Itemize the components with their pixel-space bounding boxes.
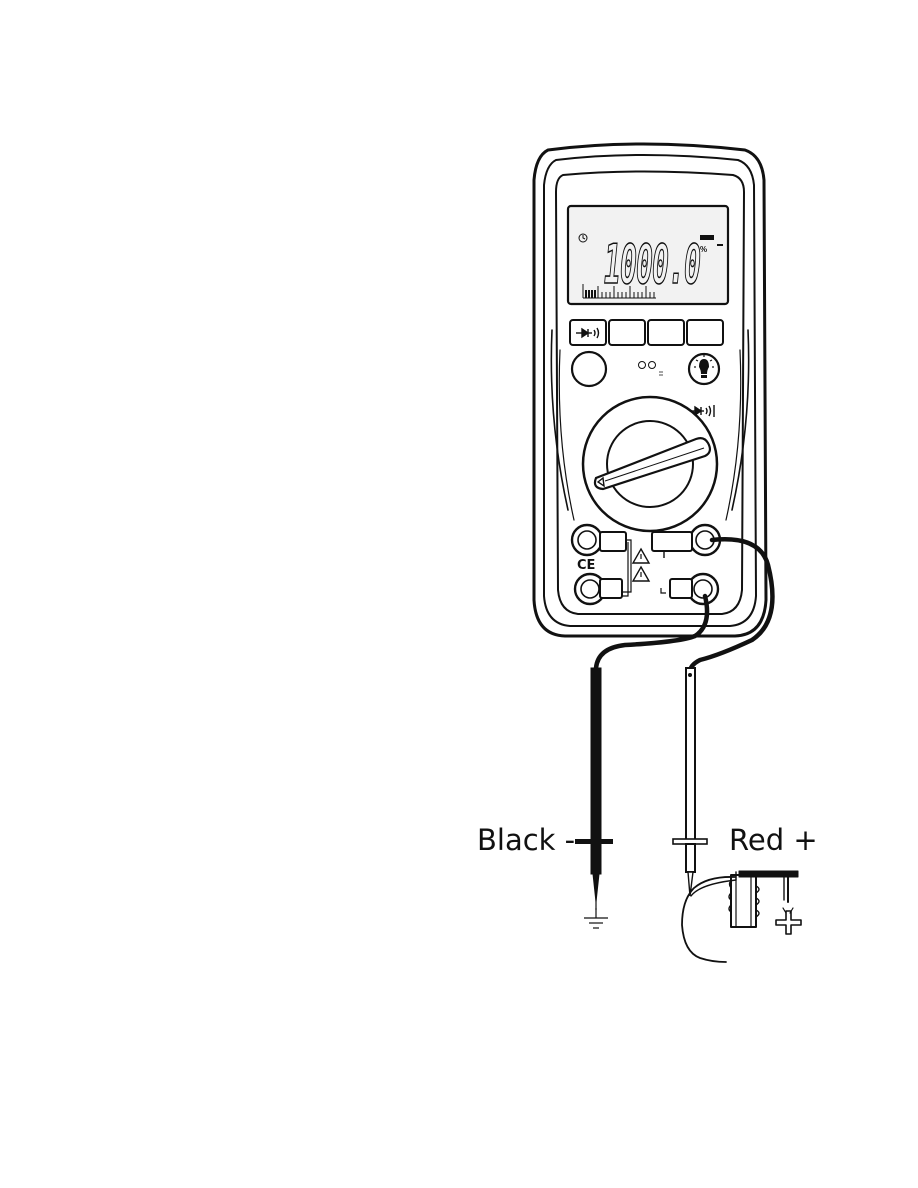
round-button-left[interactable] [572, 352, 606, 386]
warning-triangle-icon [633, 549, 649, 581]
red-lead-cable [690, 539, 772, 672]
ground-icon [584, 908, 608, 928]
black-lead-label: Black - [477, 826, 575, 855]
red-lead-label: Red + [729, 826, 818, 855]
function-button-2[interactable] [609, 320, 645, 345]
rotary-selector-dial[interactable] [583, 397, 717, 531]
lcd-annunciator-block [700, 235, 714, 240]
function-button-4[interactable] [687, 320, 723, 345]
diode-continuity-button[interactable] [570, 320, 606, 345]
function-button-3[interactable] [648, 320, 684, 345]
lcd-percent-symbol: % [700, 245, 707, 254]
circuit-under-test [682, 871, 801, 962]
test-lead-cables [596, 539, 772, 672]
red-probe [673, 668, 707, 896]
black-lead-cable [596, 596, 707, 668]
function-buttons [570, 320, 723, 345]
lcd-display: 1000.0 % [568, 206, 728, 304]
indicator-leds [639, 362, 664, 376]
backlight-button[interactable] [689, 354, 719, 384]
black-probe [575, 668, 613, 928]
lcd-reading: 1000.0 [604, 233, 700, 296]
jack-top-left[interactable] [572, 525, 602, 555]
ce-mark: CE [577, 558, 595, 573]
input-jacks: CE [572, 525, 720, 604]
